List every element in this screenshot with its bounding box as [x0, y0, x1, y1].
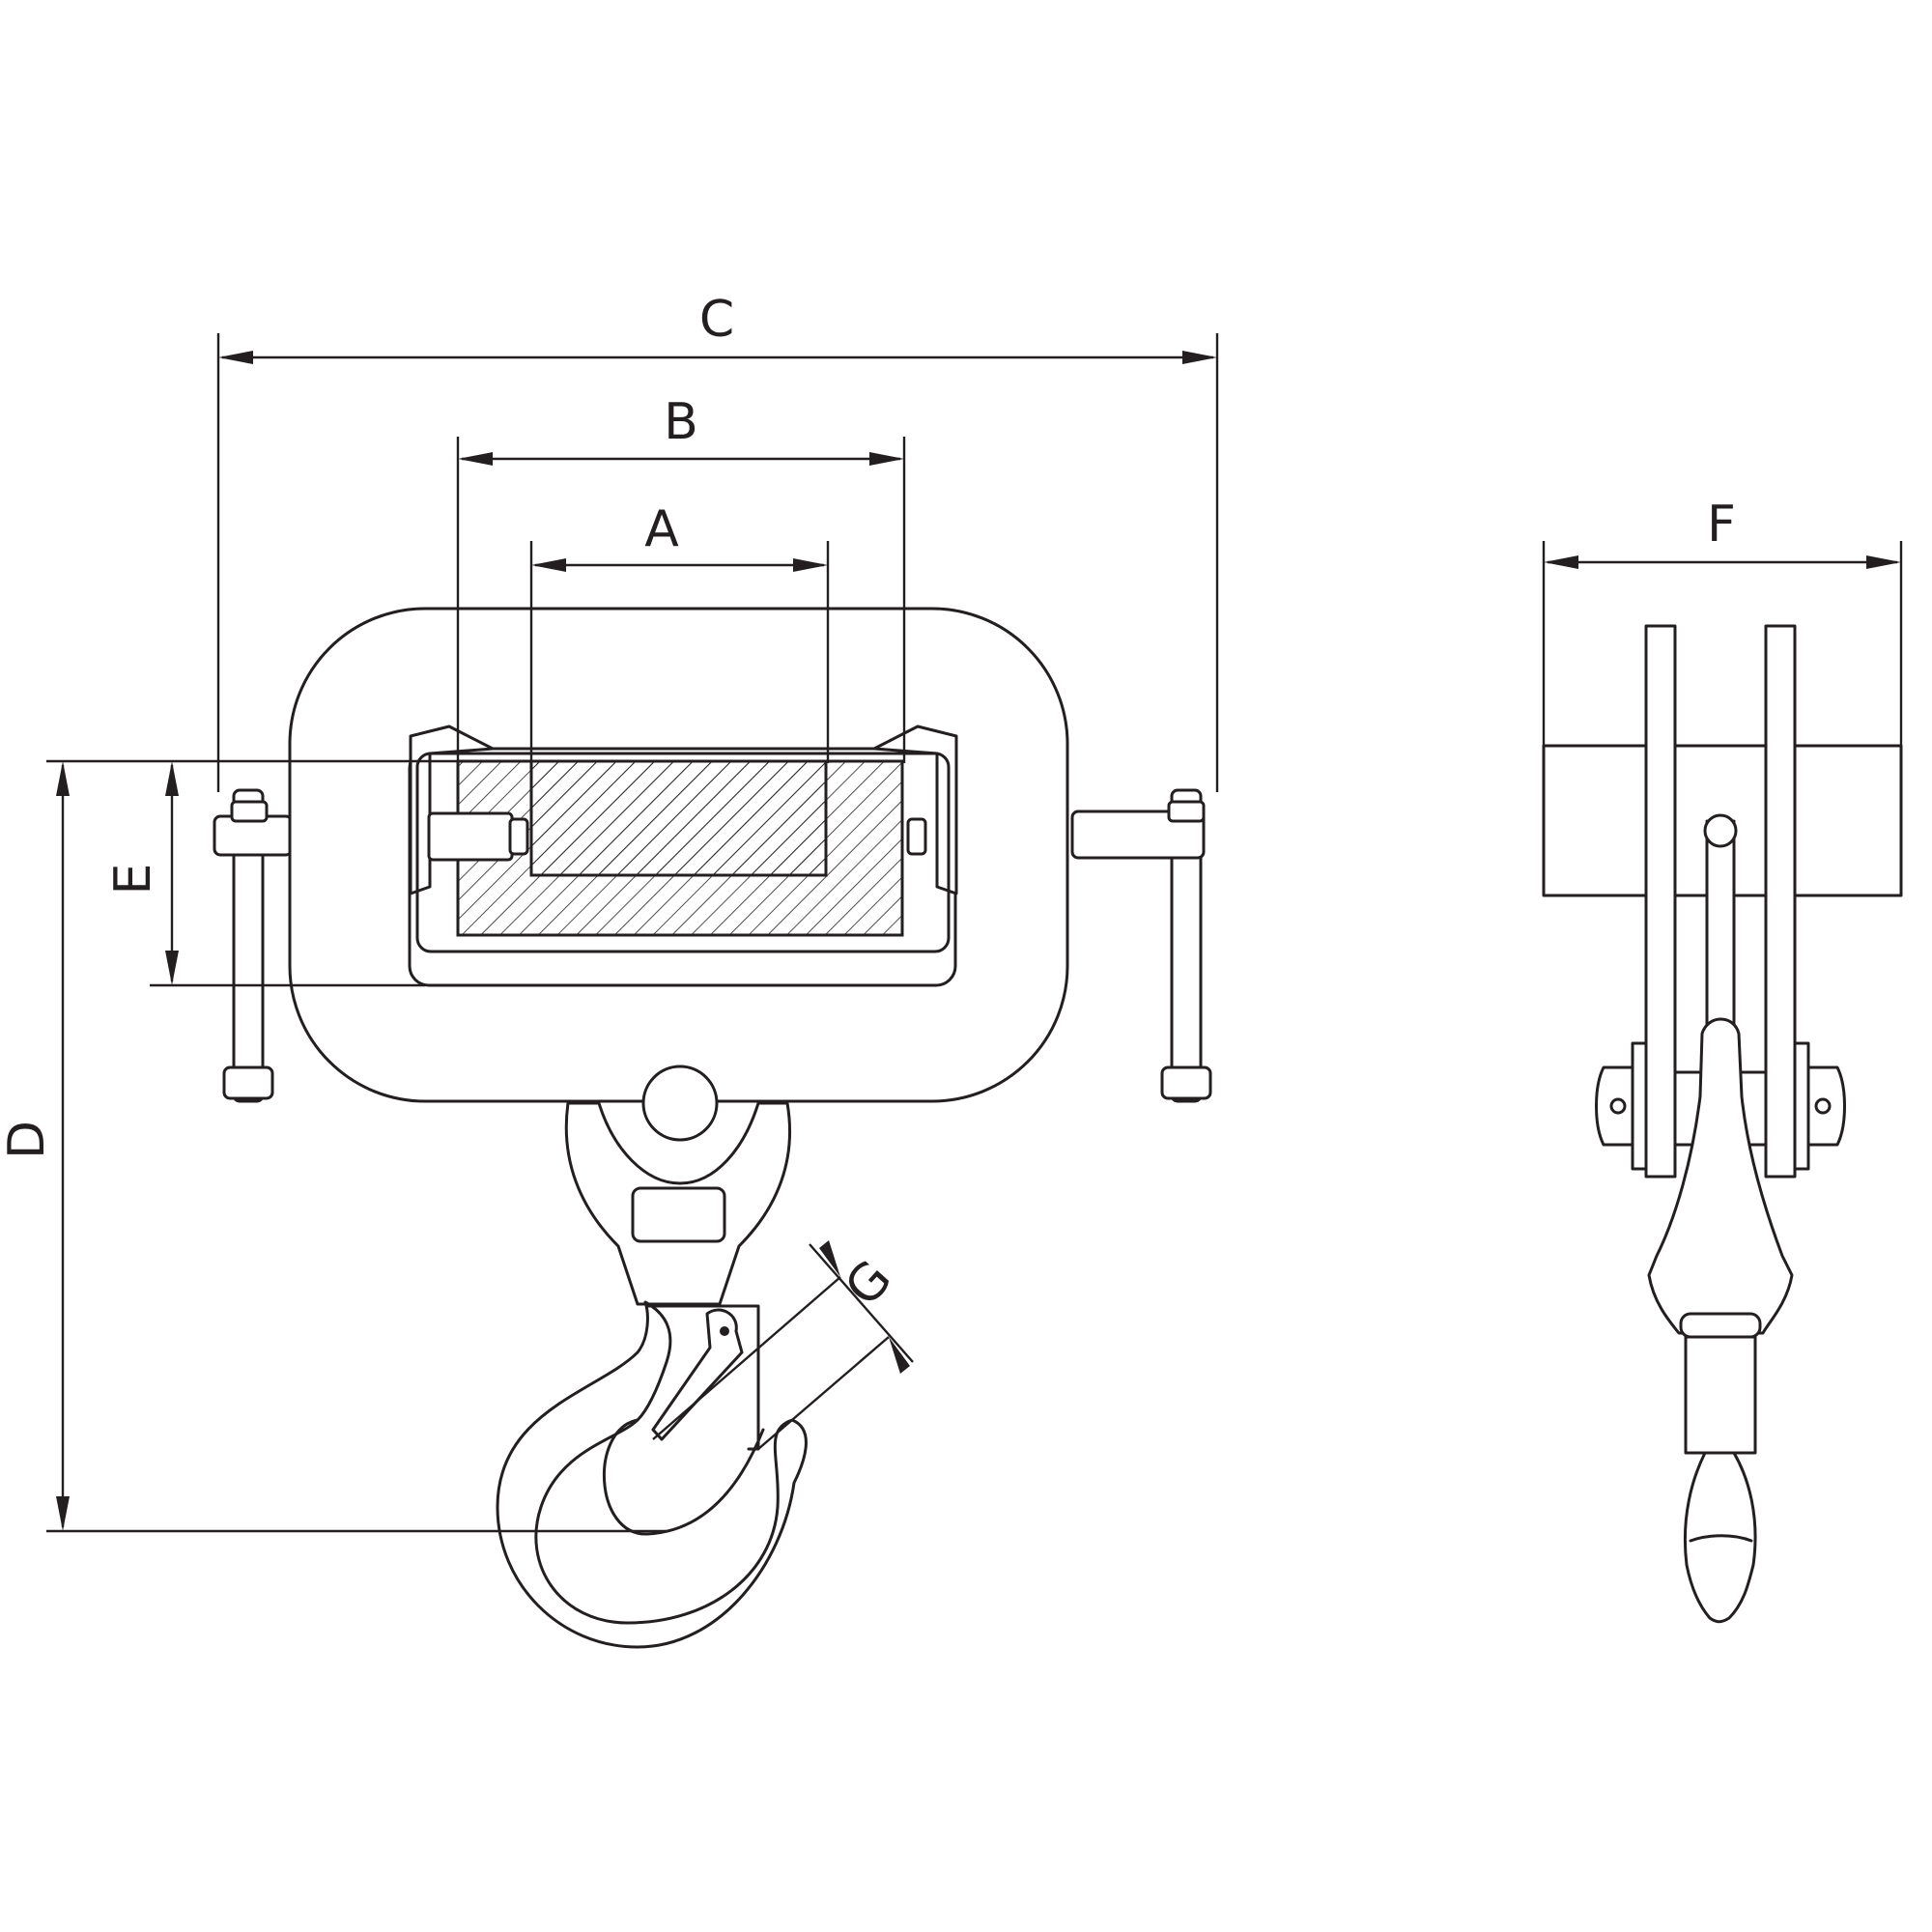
dim-label-g: G — [835, 1250, 904, 1318]
dim-label-e: E — [104, 864, 162, 895]
side-plate-right — [1764, 624, 1797, 1179]
beam-section-inner — [529, 759, 828, 877]
dim-label-f: F — [1707, 496, 1736, 554]
dimension-lines — [46, 333, 1219, 1533]
swivel-pin — [641, 1065, 719, 1142]
dim-label-d: D — [0, 1121, 56, 1159]
dimension-f — [1542, 541, 1903, 746]
side-hook-shank — [1647, 1017, 1794, 1335]
dim-label-c: C — [699, 291, 734, 349]
side-view: F — [1542, 496, 1903, 1624]
hook — [496, 1300, 808, 1649]
side-plate-left — [1644, 624, 1677, 1179]
front-view: C B A D E G — [0, 291, 1219, 1649]
dim-label-b: B — [664, 393, 698, 451]
right-clamp-screw — [1070, 788, 1212, 1103]
left-clamp-screw — [213, 788, 294, 1103]
side-hook-tip — [1683, 1451, 1757, 1624]
dim-label-a: A — [644, 500, 679, 558]
